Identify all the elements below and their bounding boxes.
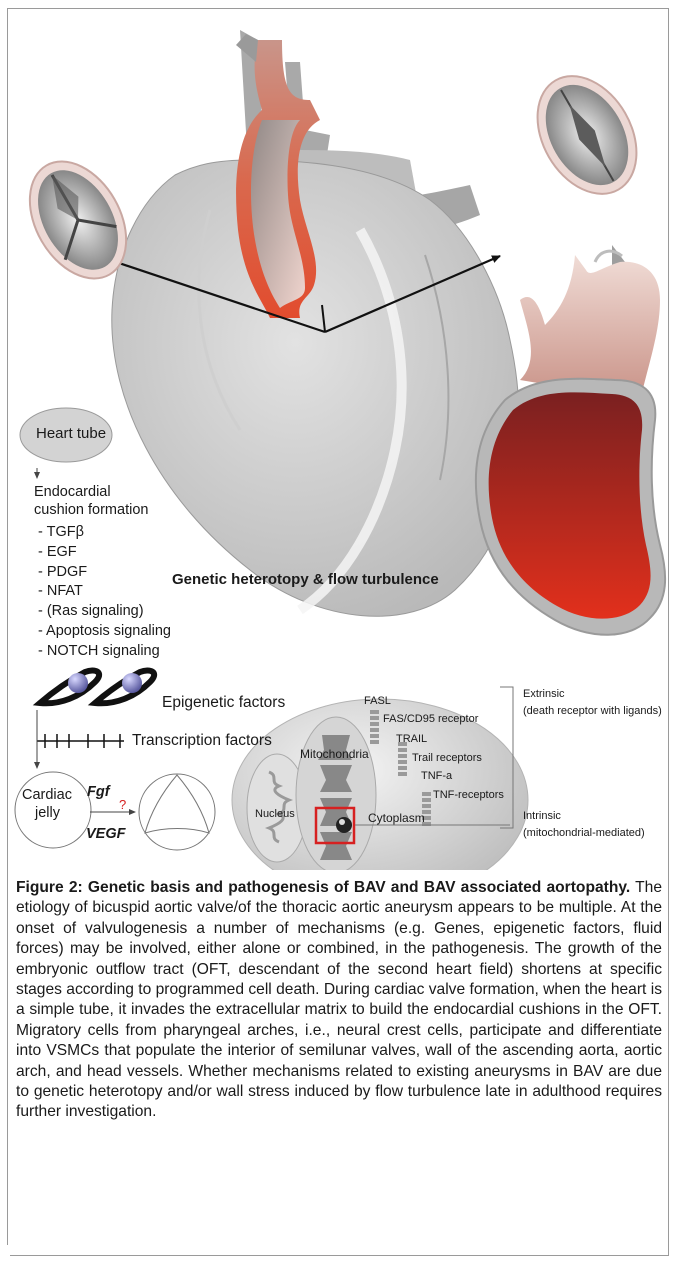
- transcription-line-icon: [37, 734, 124, 748]
- caption-body: The etiology of bicuspid aortic valve/of…: [16, 879, 662, 1120]
- cardiac-label-1: Cardiac: [22, 787, 72, 803]
- cytoplasm-label: Cytoplasm: [368, 811, 425, 825]
- figure-caption: Figure 2: Genetic basis and pathogenesis…: [16, 878, 662, 1123]
- chromatin-icon: [40, 670, 154, 703]
- pathway-item: - NFAT: [38, 582, 171, 602]
- cell-illustration: [232, 699, 528, 870]
- pathway-item: - NOTCH signaling: [38, 642, 171, 662]
- genetic-heterotopy-label: Genetic heterotopy & flow turbulence: [172, 571, 439, 588]
- pathway-list: - TGFβ - EGF - PDGF - NFAT - (Ras signal…: [38, 523, 171, 662]
- cushion-label-1: Endocardial: [34, 484, 111, 500]
- pathway-item: - PDGF: [38, 563, 171, 583]
- intrinsic-desc: (mitochondrial-mediated): [523, 827, 645, 839]
- pathway-item: - (Ras signaling): [38, 602, 171, 622]
- fasl-label: FASL: [364, 695, 391, 707]
- bicuspid-valve: [517, 58, 656, 211]
- epigenetic-label: Epigenetic factors: [162, 694, 285, 712]
- extrinsic-label: Extrinsic: [523, 688, 565, 700]
- tnf-a-label: TNF-a: [421, 770, 452, 782]
- caption-label: Figure 2: Genetic basis and pathogenesis…: [16, 879, 630, 896]
- fas-receptor-label: FAS/CD95 receptor: [383, 713, 478, 725]
- valve-leaflet-diagram: [139, 774, 215, 850]
- intrinsic-label: Intrinsic: [523, 810, 561, 822]
- cushion-label-2: cushion formation: [34, 502, 148, 518]
- nucleus-label: Nucleus: [255, 808, 295, 820]
- tnf-receptors-label: TNF-receptors: [433, 789, 504, 801]
- mitochondria-label: Mitochondria: [300, 747, 369, 761]
- aortic-aneurysm: [476, 245, 665, 635]
- vegf-label: VEGF: [86, 826, 125, 842]
- extrinsic-desc: (death receptor with ligands): [523, 705, 662, 717]
- trail-receptors-label: Trail receptors: [412, 752, 482, 764]
- heart-illustration: [112, 30, 519, 616]
- heart-tube-label: Heart tube: [36, 425, 106, 442]
- transcription-label: Transcription factors: [132, 732, 272, 750]
- pathway-item: - Apoptosis signaling: [38, 622, 171, 642]
- question-mark: ?: [119, 797, 126, 812]
- cardiac-label-2: jelly: [35, 805, 60, 821]
- pathway-item: - EGF: [38, 543, 171, 563]
- fgf-label: Fgf: [87, 784, 110, 800]
- trail-label: TRAIL: [396, 733, 427, 745]
- pathway-item: - TGFβ: [38, 523, 171, 543]
